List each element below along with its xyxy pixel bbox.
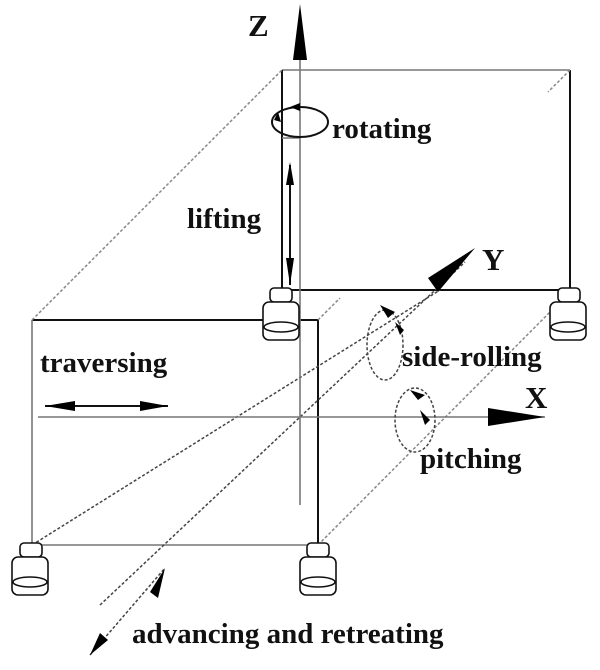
wheel-top: [557, 287, 581, 303]
diag-top-right: [547, 69, 571, 93]
advancing-indicator: [89, 567, 166, 656]
pitching-label: pitching: [420, 443, 522, 475]
side-rolling-arrowhead-mid: [395, 322, 404, 335]
wheel-front-right: [299, 542, 337, 596]
advancing-arrow-line: [89, 567, 166, 656]
x-axis-arrowhead: [488, 408, 545, 426]
wheel-back-right: [549, 287, 587, 341]
x-axis: [38, 408, 545, 426]
diag-top-left: [31, 69, 283, 321]
z-axis: [293, 4, 307, 505]
wheel-body: [549, 301, 587, 341]
wheel-top: [269, 287, 293, 303]
y-axis-label: Y: [482, 242, 504, 277]
lifting-indicator: [286, 162, 294, 285]
wheel-rim: [550, 321, 586, 333]
rotating-label: rotating: [332, 113, 432, 145]
traversing-arrowhead-left: [45, 401, 75, 411]
diag-bottom-right: [317, 291, 571, 546]
side-rolling-indicator: [366, 305, 404, 381]
upper-box: [281, 69, 571, 291]
z-axis-label: Z: [248, 8, 269, 43]
lifting-arrowhead-down: [286, 258, 294, 285]
wheel-rim: [263, 321, 299, 333]
diag-mid: [317, 297, 341, 321]
traversing-label: traversing: [40, 347, 168, 379]
wheel-body: [11, 556, 49, 596]
pitching-ellipse: [394, 387, 436, 453]
wheel-top: [19, 542, 43, 558]
rotating-arrowhead: [290, 103, 300, 111]
wheel-front-left: [11, 542, 49, 596]
rotating-arrowhead-2: [274, 112, 281, 122]
advancing-arrowhead-up: [150, 568, 165, 598]
advancing-retreating-label: advancing and retreating: [132, 618, 444, 650]
traversing-arrowhead-right: [140, 401, 168, 411]
wheel-back-left: [262, 287, 300, 341]
rotating-indicator: [271, 103, 329, 138]
z-axis-arrowhead: [293, 4, 307, 60]
wheel-body: [262, 301, 300, 341]
y-axis-arrowhead: [428, 248, 475, 292]
wheel-rim: [300, 576, 336, 588]
traversing-indicator: [45, 401, 168, 411]
lifting-arrowhead-up: [286, 162, 294, 185]
lifting-label: lifting: [187, 203, 262, 235]
y-axis-line: [99, 261, 466, 606]
wheel-body: [299, 556, 337, 596]
pitching-indicator: [394, 387, 436, 453]
wheel-rim: [12, 576, 48, 588]
advancing-arrowhead-down: [90, 633, 108, 655]
side-rolling-ellipse: [366, 309, 404, 381]
x-axis-label: X: [525, 380, 548, 415]
side-rolling-label: side-rolling: [402, 341, 542, 373]
side-rolling-arrowhead-top: [380, 305, 395, 318]
pitching-arrowhead-top: [410, 390, 425, 400]
pitching-arrowhead-mid: [420, 410, 430, 425]
wheel-top: [306, 542, 330, 558]
